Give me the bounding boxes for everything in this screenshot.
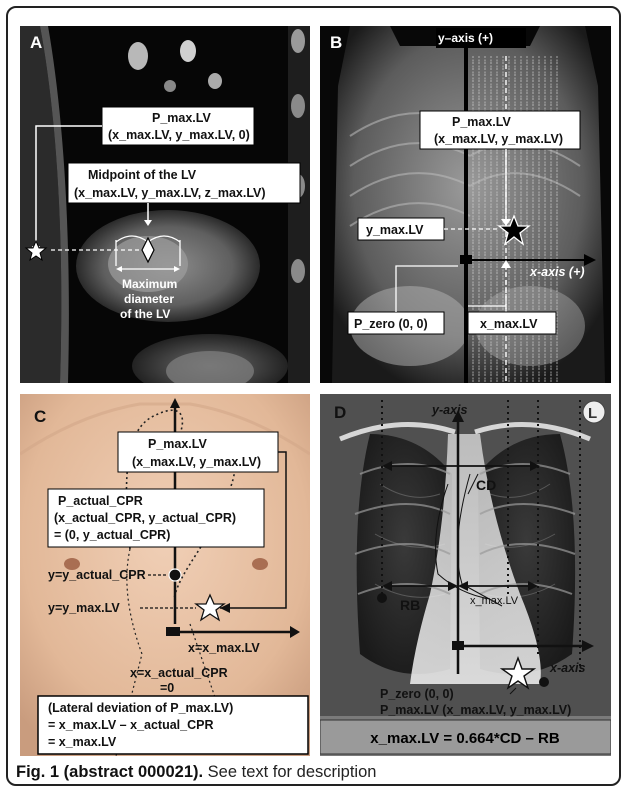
c-y-max-label: y=y_max.LV [48, 601, 120, 615]
c-lat-line3: = x_max.LV [48, 735, 117, 749]
panel-d: y-axis x-axis CD RB x_max.LV P_zero (0, … [320, 394, 611, 756]
a-midpoint-coords: (x_max.LV, y_max.LV, z_max.LV) [74, 186, 266, 200]
a-diam-line3: of the LV [120, 307, 170, 321]
d-rb-label: RB [400, 597, 420, 613]
c-pactual-eq: = (0, y_actual_CPR) [54, 528, 170, 542]
caption-bold: Fig. 1 (abstract 000021). [16, 763, 203, 781]
c-pmax-coords: (x_max.LV, y_max.LV) [132, 455, 261, 469]
a-diam-line2: diameter [124, 292, 174, 306]
b-pmax-title: P_max.LV [452, 115, 511, 129]
c-panel-letter: C [34, 407, 46, 426]
b-panel-letter: B [330, 33, 342, 52]
c-lat-line2: = x_max.LV – x_actual_CPR [48, 718, 214, 732]
b-xmax-label: x_max.LV [480, 317, 538, 331]
c-pmax-title: P_max.LV [148, 437, 207, 451]
d-cd-label: CD [476, 477, 496, 493]
caption-text: See text for description [203, 763, 376, 781]
b-pzero-label: P_zero (0, 0) [354, 317, 428, 331]
panel-c: P_max.LV (x_max.LV, y_max.LV) P_actual_C… [20, 394, 310, 756]
c-x-max-label: x=x_max.LV [188, 641, 260, 655]
c-x-actual-line2: =0 [160, 681, 174, 695]
c-y-actual-label: y=y_actual_CPR [48, 568, 146, 582]
a-pmax-title: P_max.LV [152, 111, 211, 125]
c-lat-line1: (Lateral deviation of P_max.LV) [48, 701, 233, 715]
panel-b: y–axis (+) P_max.LV (x_max.LV, y_max.LV)… [320, 26, 611, 383]
c-pactual-coords: (x_actual_CPR, y_actual_CPR) [54, 511, 236, 525]
d-pmax-label: P_max.LV (x_max.LV, y_max.LV) [380, 703, 571, 717]
a-midpoint-title: Midpoint of the LV [88, 168, 197, 182]
d-y-axis-label: y-axis [431, 403, 467, 417]
figure-caption: Fig. 1 (abstract 000021). See text for d… [16, 763, 376, 782]
c-pactual-title: P_actual_CPR [58, 494, 143, 508]
b-ymax-label: y_max.LV [366, 223, 424, 237]
a-diam-line1: Maximum [122, 277, 177, 291]
panel-a: P_max.LV (x_max.LV, y_max.LV, 0) Midpoin… [20, 26, 310, 383]
d-panel-letter: D [334, 403, 346, 422]
d-pzero-label: P_zero (0, 0) [380, 687, 454, 701]
a-panel-letter: A [30, 33, 42, 52]
d-xmax-label: x_max.LV [470, 595, 519, 607]
c-x-actual-line1: x=x_actual_CPR [130, 666, 228, 680]
b-x-axis-label: x-axis (+) [529, 265, 585, 279]
b-pmax-coords: (x_max.LV, y_max.LV) [434, 132, 563, 146]
d-x-axis-label: x-axis [549, 661, 585, 675]
b-y-axis-label: y–axis (+) [438, 31, 493, 45]
a-pmax-coords: (x_max.LV, y_max.LV, 0) [108, 128, 250, 142]
d-formula: x_max.LV = 0.664*CD – RB [370, 730, 560, 747]
d-side-marker: L [588, 405, 597, 422]
